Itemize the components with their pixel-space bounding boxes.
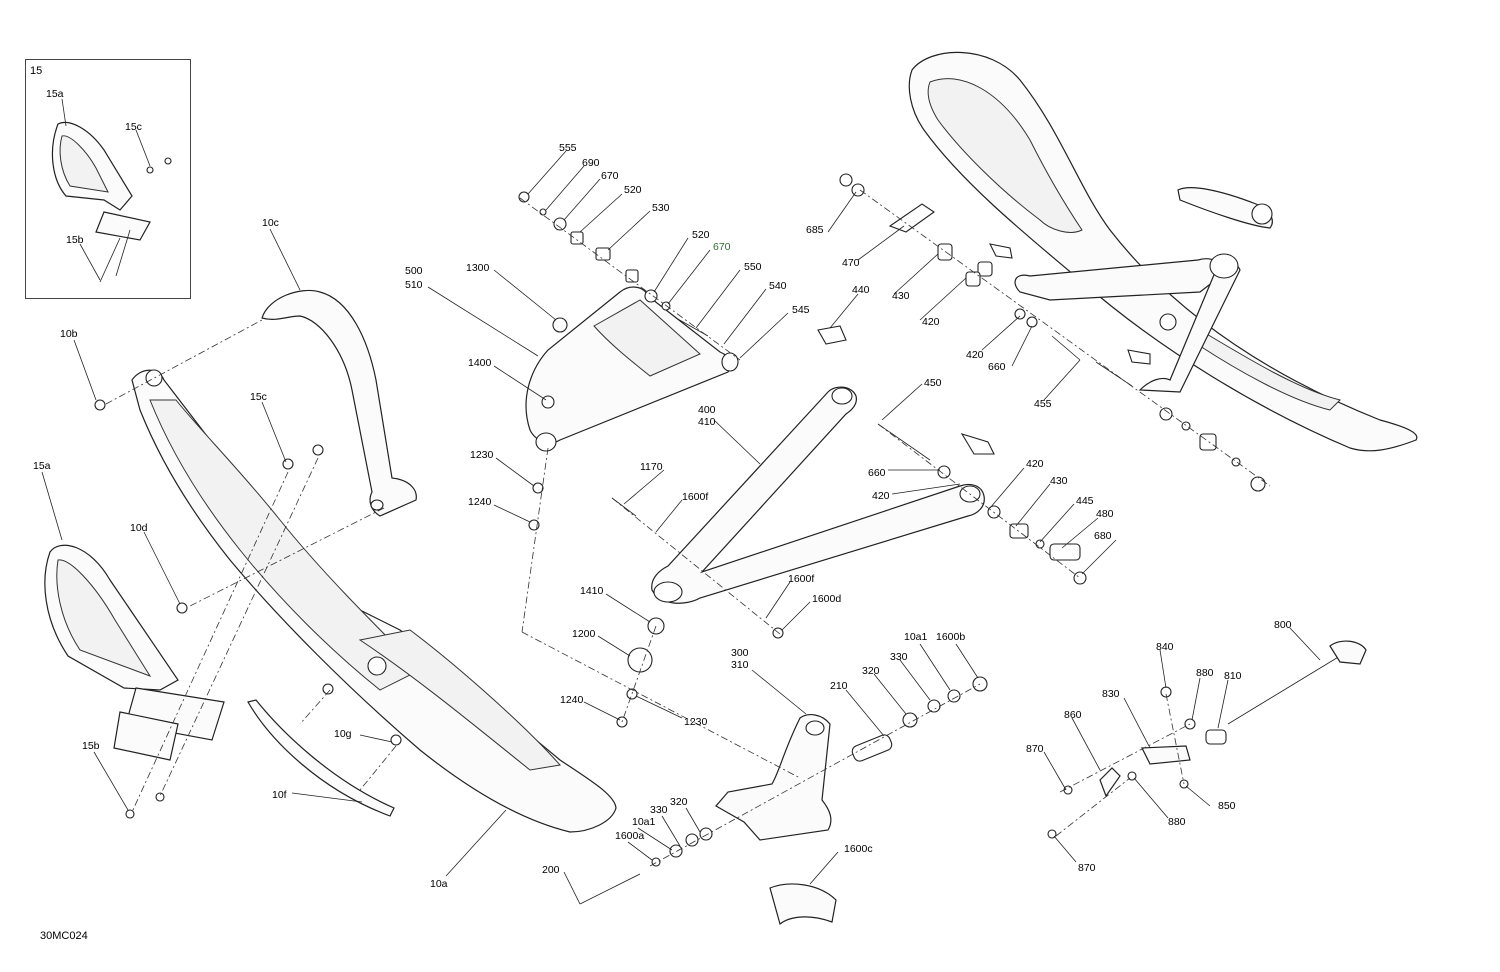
callout-label[interactable]: 445 <box>1076 495 1094 507</box>
callout-label[interactable]: 870 <box>1078 862 1096 874</box>
callout-label[interactable]: 10a1 <box>904 631 928 643</box>
callout-label[interactable]: 545 <box>792 304 810 316</box>
figure-code: 30MC024 <box>40 930 88 942</box>
callout-label[interactable]: 880 <box>1196 667 1214 679</box>
callout-label[interactable]: 1600b <box>936 631 966 643</box>
inset-title: 15 <box>30 65 43 77</box>
callout-label[interactable]: 685 <box>806 224 824 236</box>
callout-label[interactable]: 15a <box>46 88 64 100</box>
callout-label[interactable]: 10f <box>272 789 287 801</box>
ski-strut-10c <box>261 289 417 517</box>
inset-ski-guard <box>51 121 172 283</box>
callout-label[interactable]: 530 <box>652 202 670 214</box>
callout-label[interactable]: 1170 <box>640 461 663 473</box>
callout-label[interactable]: 860 <box>1064 709 1082 721</box>
callout-label[interactable]: 680 <box>1094 530 1112 542</box>
upper-a-arm-500 <box>525 286 739 531</box>
callout-label[interactable]: 520 <box>624 184 642 196</box>
callout-label[interactable]: 520 <box>692 229 710 241</box>
callout-label[interactable]: 850 <box>1218 800 1236 812</box>
callout-label[interactable]: 420 <box>922 316 940 328</box>
callout-label[interactable]: 400 <box>698 404 716 416</box>
callout-label[interactable]: 300 <box>731 647 749 659</box>
spindle-300 <box>715 714 832 841</box>
callout-label[interactable]: 10a1 <box>632 816 656 828</box>
callout-label[interactable]: 550 <box>744 261 762 273</box>
upper-arm-hardware <box>518 191 709 337</box>
callout-label[interactable]: 510 <box>405 279 423 291</box>
callout-label[interactable]: 1230 <box>684 716 708 728</box>
callout-label[interactable]: 450 <box>924 377 942 389</box>
callout-label[interactable]: 1240 <box>560 694 584 706</box>
callout-label[interactable]: 330 <box>650 804 668 816</box>
callout-label[interactable]: 1300 <box>466 262 490 274</box>
callout-label[interactable]: 1200 <box>572 628 596 640</box>
callout-label[interactable]: 1600f <box>788 573 815 585</box>
callout-label[interactable]: 830 <box>1102 688 1120 700</box>
wear-bar-10f <box>247 699 402 817</box>
callout-label[interactable]: 330 <box>890 651 908 663</box>
steering-linkage <box>1047 640 1367 839</box>
callout-label[interactable]: 15c <box>250 391 267 403</box>
callout-label[interactable]: 15b <box>66 234 84 246</box>
callout-label[interactable]: 15a <box>33 460 51 472</box>
callout-label[interactable]: 1600d <box>812 593 842 605</box>
callout-label[interactable]: 15b <box>82 740 100 752</box>
callout-label[interactable]: 540 <box>769 280 787 292</box>
callout-label[interactable]: 1600c <box>844 843 873 855</box>
callout-label[interactable]: 210 <box>830 680 848 692</box>
callout-label[interactable]: 470 <box>842 257 860 269</box>
callout-label[interactable]: 310 <box>731 659 749 671</box>
callout-label[interactable]: 880 <box>1168 816 1186 828</box>
callout-label[interactable]: 1230 <box>470 449 494 461</box>
callout-label[interactable]: 840 <box>1156 641 1174 653</box>
callout-label[interactable]: 500 <box>405 265 423 277</box>
callout-label[interactable]: 1410 <box>580 585 604 597</box>
ski-guard-15a <box>44 544 225 761</box>
callout-label[interactable]: 10c <box>262 217 279 229</box>
lower-a-arm-400 <box>651 386 985 604</box>
callout-label[interactable]: 410 <box>698 416 716 428</box>
ski-10a <box>131 369 617 833</box>
callout-label[interactable]: 10a <box>430 878 448 890</box>
callout-label[interactable]: 800 <box>1274 619 1292 631</box>
callout-label[interactable]: 670 <box>713 241 731 253</box>
callout-label[interactable]: 10d <box>130 522 148 534</box>
callout-label[interactable]: 1400 <box>468 357 492 369</box>
callout-label[interactable]: 810 <box>1224 670 1242 682</box>
callout-label[interactable]: 10g <box>334 728 352 740</box>
lower-arm-hardware <box>611 423 1087 728</box>
leader-lines <box>41 98 1321 905</box>
spindle-hardware <box>579 676 988 926</box>
callout-label[interactable]: 455 <box>1034 398 1052 410</box>
callout-label[interactable]: 660 <box>868 467 886 479</box>
inset-frame <box>25 59 191 299</box>
callout-label[interactable]: 555 <box>559 142 577 154</box>
callout-label[interactable]: 1600f <box>682 491 709 503</box>
callout-label[interactable]: 440 <box>852 284 870 296</box>
callout-label[interactable]: 200 <box>542 864 560 876</box>
assembled-ski-right <box>908 51 1418 452</box>
callout-label[interactable]: 870 <box>1026 743 1044 755</box>
callout-label[interactable]: 430 <box>892 290 910 302</box>
callout-label[interactable]: 1600a <box>615 830 645 842</box>
callout-label[interactable]: 670 <box>601 170 619 182</box>
assembly-lines <box>105 189 1271 867</box>
callout-label[interactable]: 420 <box>872 490 890 502</box>
callout-label[interactable]: 430 <box>1050 475 1068 487</box>
callout-label[interactable]: 690 <box>582 157 600 169</box>
callout-label[interactable]: 15c <box>125 121 142 133</box>
callout-label[interactable]: 660 <box>988 361 1006 373</box>
callout-label[interactable]: 420 <box>1026 458 1044 470</box>
callout-label[interactable]: 10b <box>60 328 78 340</box>
left-screws <box>94 399 324 819</box>
callout-label[interactable]: 420 <box>966 349 984 361</box>
callout-label[interactable]: 320 <box>862 665 880 677</box>
callout-label[interactable]: 1240 <box>468 496 492 508</box>
callout-label[interactable]: 480 <box>1096 508 1114 520</box>
callout-label[interactable]: 320 <box>670 796 688 808</box>
